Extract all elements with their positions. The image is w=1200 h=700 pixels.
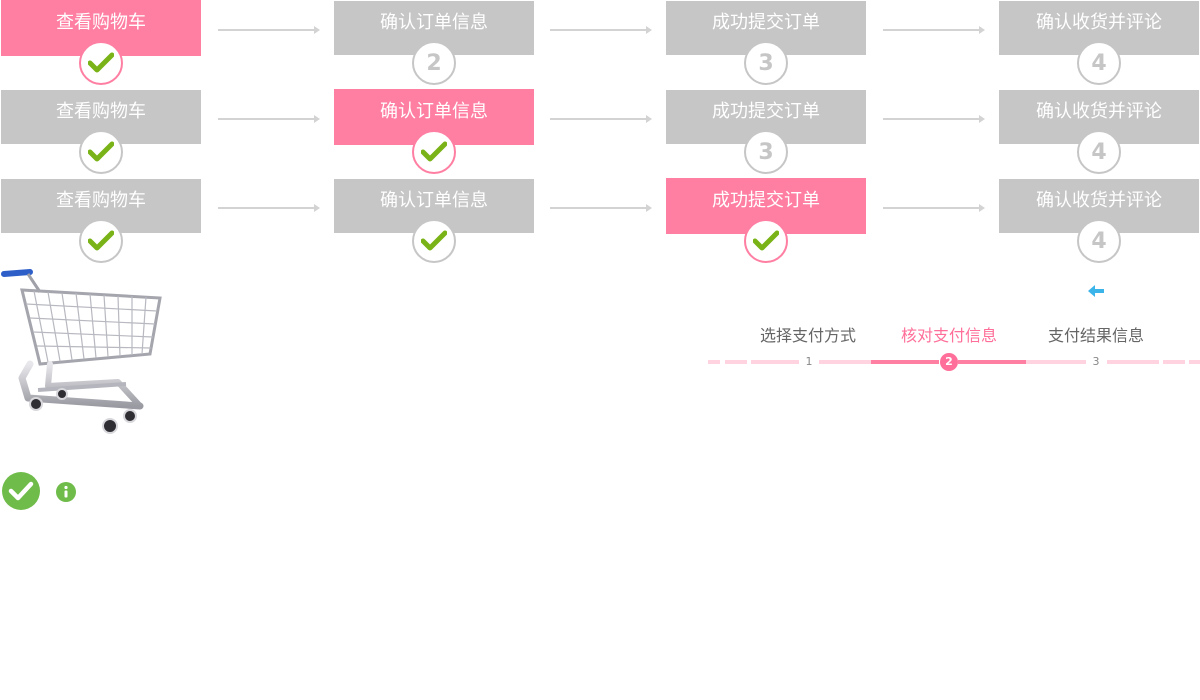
flow-step[interactable]: 成功提交订单 [666,178,866,269]
flow-arrow [218,204,320,212]
progress-segment [725,360,747,364]
order-flow-row-3: 查看购物车 确认订单信息 成功提交订单 确认收货并评论 4 [0,178,1200,269]
order-flow-row-2: 查看购物车 确认订单信息 成功提交订单 3 确认收货并评论 4 [0,89,1200,180]
pay-step-number: 1 [805,355,813,368]
info-icon [56,482,76,502]
step-check-icon [79,219,123,263]
flow-arrow [883,204,985,212]
flow-step[interactable]: 查看购物车 [1,90,201,180]
step-number: 3 [744,130,788,174]
pay-step-number-active: 2 [940,353,958,371]
progress-segment-active [958,360,1026,364]
flow-step[interactable]: 确认收货并评论 4 [999,179,1199,269]
flow-arrow [550,115,652,123]
progress-segment [751,360,799,364]
pay-step-number: 3 [1092,355,1100,368]
progress-segment [1163,360,1185,364]
flow-arrow [883,115,985,123]
step-label: 确认收货并评论 [999,179,1199,233]
progress-segment-active [871,360,939,364]
step-number: 4 [1077,41,1121,85]
step-check-icon [744,219,788,263]
progress-segment [1189,360,1200,364]
step-number: 4 [1077,219,1121,263]
flow-step[interactable]: 查看购物车 [1,179,201,269]
flow-step[interactable]: 确认订单信息 [334,179,534,269]
back-arrow-icon[interactable] [1088,282,1104,297]
step-number: 3 [744,41,788,85]
flow-arrow [218,115,320,123]
check-circle-icon [2,472,40,510]
flow-arrow [550,26,652,34]
step-check-icon [412,219,456,263]
flow-arrow [550,204,652,212]
shopping-cart-image [1,269,162,434]
flow-arrow [883,26,985,34]
progress-segment [1107,360,1159,364]
flow-step[interactable]: 成功提交订单 3 [666,1,866,91]
step-check-icon [79,130,123,174]
pay-step-label[interactable]: 选择支付方式 [759,326,856,345]
step-number: 4 [1077,130,1121,174]
step-check-icon [412,130,456,174]
order-flow-row-1: 查看购物车 确认订单信息 2 成功提交订单 3 确认收货并评论 4 [0,0,1200,91]
flow-arrow [218,26,320,34]
flow-step[interactable]: 确认订单信息 2 [334,1,534,91]
flow-step[interactable]: 确认收货并评论 4 [999,90,1199,180]
progress-segment [819,360,871,364]
step-label: 成功提交订单 [666,90,866,144]
step-check-icon [79,41,123,85]
step-number: 2 [412,41,456,85]
progress-segment [708,360,720,364]
flow-step[interactable]: 查看购物车 [1,0,201,91]
flow-step[interactable]: 成功提交订单 3 [666,90,866,180]
flow-step[interactable]: 确认订单信息 [334,89,534,180]
progress-segment [1026,360,1086,364]
payment-steps: 选择支付方式 核对支付信息 支付结果信息 1 2 3 [705,316,1200,376]
flow-step[interactable]: 确认收货并评论 4 [999,1,1199,91]
pay-step-label[interactable]: 支付结果信息 [1047,326,1144,345]
pay-step-label-active[interactable]: 核对支付信息 [900,326,997,345]
